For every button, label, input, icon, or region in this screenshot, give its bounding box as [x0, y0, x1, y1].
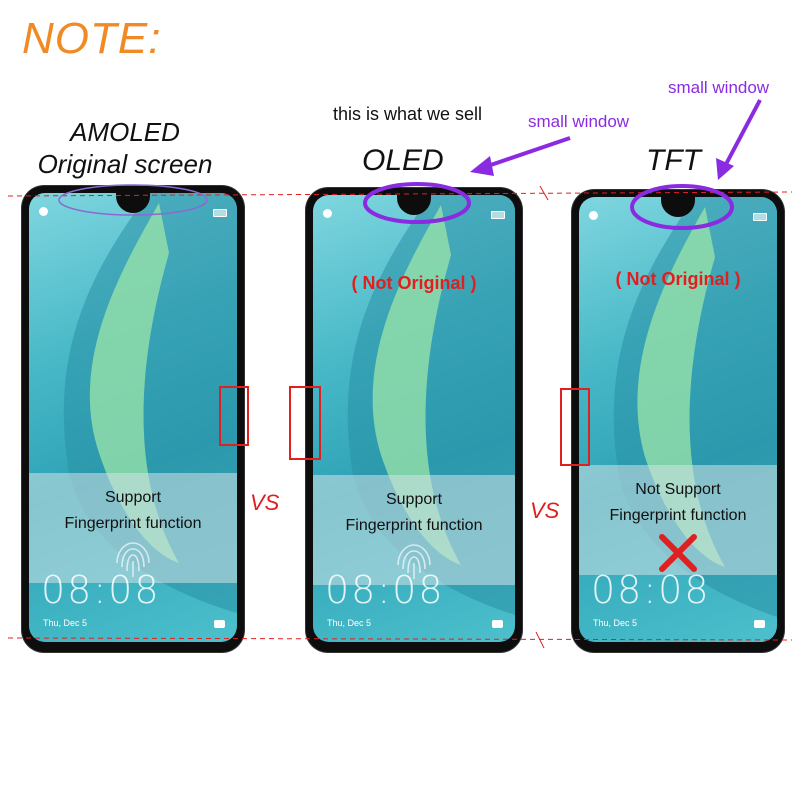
not-support-line2: Fingerprint function [609, 507, 747, 524]
tft-not-original: ( Not Original ) [615, 269, 741, 289]
date: Thu, Dec 5 [593, 618, 638, 628]
support-line1: Support [104, 489, 162, 506]
battery-icon [753, 213, 767, 221]
battery-icon [213, 209, 227, 217]
oled-arrow-head [470, 156, 494, 176]
vs-label-2: VS [530, 498, 560, 523]
vs-label-1: VS [250, 490, 280, 515]
support-line2: Fingerprint function [64, 515, 202, 532]
note-title: NOTE: [22, 14, 162, 63]
camera-icon [492, 620, 503, 628]
tft-arrow-shaft [722, 99, 762, 169]
not-support-line1: Not Support [635, 481, 721, 498]
camera-icon [754, 620, 765, 628]
tft-arrow-head [716, 158, 734, 180]
tft-edge-highlight [560, 388, 590, 466]
oled-small-window-label: small window [528, 112, 630, 131]
camera-icon [214, 620, 225, 628]
tft-small-window-label: small window [668, 78, 770, 97]
oled-not-original: ( Not Original ) [351, 273, 477, 293]
tft-label: TFT [646, 144, 701, 177]
status-dot-icon [323, 209, 332, 218]
status-dot-icon [589, 211, 598, 220]
oled-arrow-shaft [481, 136, 571, 170]
oled-caption: this is what we sell [333, 104, 483, 124]
amoled-screen: Support Fingerprint function 08:08 Thu, … [29, 193, 237, 642]
oled-screen: ( Not Original ) Support Fingerprint fun… [313, 195, 515, 642]
tft-phone: ( Not Original ) Not Support Fingerprint… [572, 190, 784, 652]
clock: 08:08 [41, 568, 161, 612]
clock: 08:08 [591, 568, 711, 612]
fingerprint-icon [397, 544, 431, 579]
top-guide-tick-1 [539, 185, 549, 201]
battery-icon [491, 211, 505, 219]
amoled-edge-highlight [219, 386, 249, 446]
tft-screen: ( Not Original ) Not Support Fingerprint… [579, 197, 777, 642]
fingerprint-icon [116, 542, 150, 577]
oled-label: OLED [362, 144, 444, 177]
oled-edge-highlight [289, 386, 321, 460]
amoled-phone: Support Fingerprint function 08:08 Thu, … [22, 186, 244, 652]
amoled-line2: Original screen [37, 149, 213, 179]
support-line1: Support [385, 491, 443, 508]
amoled-line1: AMOLED [70, 117, 180, 147]
amoled-label: AMOLED Original screen [30, 116, 220, 180]
oled-phone: ( Not Original ) Support Fingerprint fun… [306, 188, 522, 652]
bottom-guide-tick-1 [535, 631, 545, 649]
date: Thu, Dec 5 [43, 618, 88, 628]
clock: 08:08 [325, 568, 445, 612]
status-dot-icon [39, 207, 48, 216]
support-line2: Fingerprint function [345, 517, 483, 534]
cross-icon [659, 534, 697, 572]
date: Thu, Dec 5 [327, 618, 372, 628]
